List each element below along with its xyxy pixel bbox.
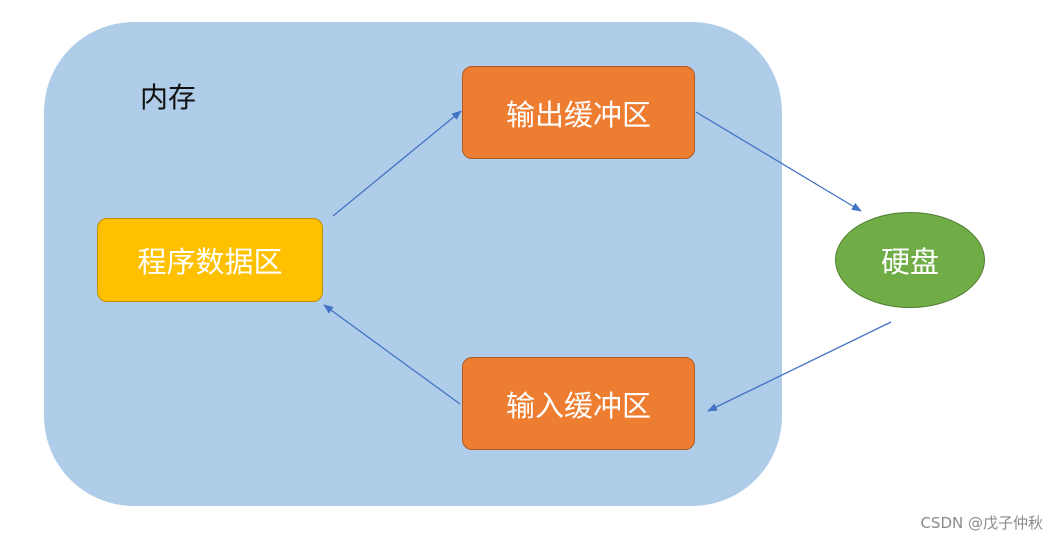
arrow-disk-to-input [707,321,892,412]
program-data-label: 程序数据区 [137,245,283,279]
disk-ellipse: 硬盘 [835,212,985,308]
program-data-box: 程序数据区 [97,218,323,302]
input-buffer-box: 输入缓冲区 [462,357,695,450]
watermark: CSDN @戊子仲秋 [920,514,1043,532]
output-buffer-box: 输出缓冲区 [462,66,695,159]
arrow-input-to-program [323,304,461,405]
memory-label: 内存 [140,81,197,114]
arrow-program-to-output [332,110,462,217]
input-buffer-label: 输入缓冲区 [505,388,651,423]
disk-label: 硬盘 [880,245,939,279]
arrow-output-to-disk [695,111,862,212]
output-buffer-label: 输出缓冲区 [505,97,651,132]
